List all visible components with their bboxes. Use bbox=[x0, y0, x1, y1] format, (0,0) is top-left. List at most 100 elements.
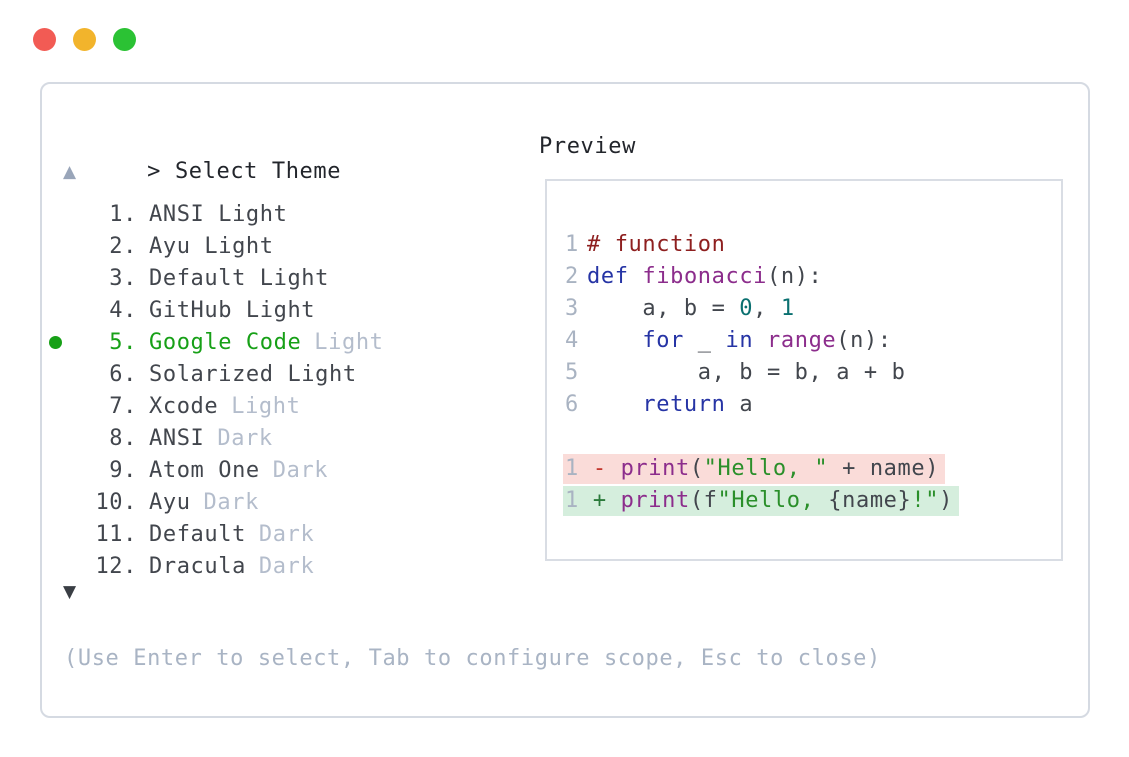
code-token: {name} bbox=[828, 488, 912, 513]
theme-item-label: Xcode Light bbox=[149, 394, 300, 419]
theme-item-number: 7. bbox=[109, 393, 137, 419]
code-token: "Hello, bbox=[717, 488, 829, 513]
theme-item[interactable]: 11. Default Dark bbox=[48, 518, 384, 550]
theme-item[interactable]: 8. ANSI Dark bbox=[48, 422, 384, 454]
code-token: for bbox=[642, 328, 684, 353]
code-token: a bbox=[725, 392, 754, 417]
theme-item-variant: Dark bbox=[258, 521, 315, 547]
theme-item-number: 2. bbox=[109, 233, 137, 259]
code-token: return bbox=[642, 392, 726, 417]
theme-selector-panel: > Select Theme Preview ▲ 1. ANSI Light 2. Ay… bbox=[40, 82, 1090, 718]
diff-marker-added: + bbox=[592, 488, 607, 513]
diff-marker-removed: - bbox=[592, 456, 607, 481]
selected-indicator-cell bbox=[48, 335, 64, 349]
theme-item[interactable]: 3. Default Light bbox=[48, 262, 384, 294]
prompt-caret: > bbox=[147, 159, 161, 184]
theme-item-number: 10. bbox=[95, 489, 137, 515]
code-line: 5 a, b = b, a + b bbox=[565, 357, 1061, 389]
theme-item-number: 3. bbox=[109, 265, 137, 291]
code-token: def bbox=[587, 264, 629, 289]
code-line: 3 a, b = 0, 1 bbox=[565, 293, 1061, 325]
theme-item-number: 5. bbox=[109, 329, 137, 355]
line-number: 1 bbox=[565, 232, 579, 257]
scroll-down-icon[interactable]: ▼ bbox=[63, 582, 77, 602]
theme-item-name: ANSI Light bbox=[149, 201, 288, 227]
code-token: _ bbox=[683, 328, 726, 353]
theme-item-label: ANSI Dark bbox=[149, 426, 273, 451]
theme-item-number: 12. bbox=[95, 553, 137, 579]
code-token: print bbox=[620, 488, 690, 513]
code-token: a, b = b, a + b bbox=[587, 360, 906, 385]
theme-item[interactable]: 7. Xcode Light bbox=[48, 390, 384, 422]
code-token bbox=[607, 456, 621, 481]
code-token bbox=[587, 328, 642, 353]
code-token: # function bbox=[587, 232, 726, 257]
line-number: 4 bbox=[565, 328, 579, 353]
theme-item-label: Default Dark bbox=[149, 522, 314, 547]
line-number: 1 bbox=[565, 488, 579, 513]
theme-item-name: ANSI bbox=[149, 425, 205, 451]
preview-label: Preview bbox=[539, 134, 636, 159]
minimize-button[interactable] bbox=[73, 28, 96, 51]
selected-dot-icon bbox=[49, 335, 62, 349]
code-token bbox=[579, 488, 593, 513]
window-controls bbox=[33, 28, 136, 51]
line-number: 2 bbox=[565, 264, 579, 289]
theme-item-variant: Light bbox=[314, 329, 384, 355]
code-token bbox=[587, 392, 642, 417]
theme-item-number: 6. bbox=[109, 361, 137, 387]
blank-line bbox=[565, 421, 1061, 453]
code-token: fibonacci bbox=[642, 264, 768, 289]
code-token: !" bbox=[911, 488, 940, 513]
theme-item-label: Ayu Light bbox=[149, 234, 274, 259]
code-token: a, b = bbox=[587, 296, 740, 321]
theme-item-name: GitHub Light bbox=[149, 297, 316, 323]
theme-item-number: 4. bbox=[109, 297, 137, 323]
prompt: > Select Theme bbox=[64, 134, 341, 209]
theme-item-number: 1. bbox=[109, 201, 137, 227]
code-token bbox=[629, 264, 643, 289]
close-button[interactable] bbox=[33, 28, 56, 51]
theme-item-name: Default bbox=[149, 521, 246, 547]
maximize-button[interactable] bbox=[113, 28, 136, 51]
scroll-up-icon[interactable]: ▲ bbox=[63, 162, 77, 182]
code-token: , bbox=[753, 296, 781, 321]
code-token: "Hello, " bbox=[703, 456, 829, 481]
code-token bbox=[607, 488, 621, 513]
theme-item-variant: Light bbox=[231, 393, 301, 419]
theme-item-variant: Dark bbox=[217, 425, 273, 451]
diff-row: 1 - print("Hello, " + name) bbox=[563, 453, 1061, 485]
theme-item[interactable]: 4. GitHub Light bbox=[48, 294, 384, 326]
page-title: Select Theme bbox=[174, 159, 342, 184]
code-token: ) bbox=[939, 488, 953, 513]
code-line: 6 return a bbox=[565, 389, 1061, 421]
line-number: 5 bbox=[565, 360, 579, 385]
theme-item[interactable]: 2. Ayu Light bbox=[48, 230, 384, 262]
theme-item-number: 8. bbox=[109, 425, 137, 451]
theme-item-label: ANSI Light bbox=[149, 202, 287, 227]
theme-item[interactable]: 6.Solarized Light bbox=[48, 358, 384, 390]
theme-item-name: Default Light bbox=[149, 265, 329, 291]
theme-item-number: 9. bbox=[109, 457, 137, 483]
theme-item-number: 11. bbox=[95, 521, 137, 547]
theme-item-variant: Dark bbox=[258, 553, 315, 579]
code-token: in bbox=[725, 328, 754, 353]
code-token bbox=[753, 328, 767, 353]
theme-item-name: Xcode bbox=[149, 393, 219, 419]
theme-item-label: Default Light bbox=[149, 266, 329, 291]
theme-item[interactable]: 1. ANSI Light bbox=[48, 198, 384, 230]
code-token: (f bbox=[689, 488, 718, 513]
theme-item-name: Ayu bbox=[149, 489, 191, 515]
diff-row: 1 + print(f"Hello, {name}!") bbox=[563, 485, 1061, 517]
theme-item-label: GitHub Light bbox=[149, 298, 315, 323]
